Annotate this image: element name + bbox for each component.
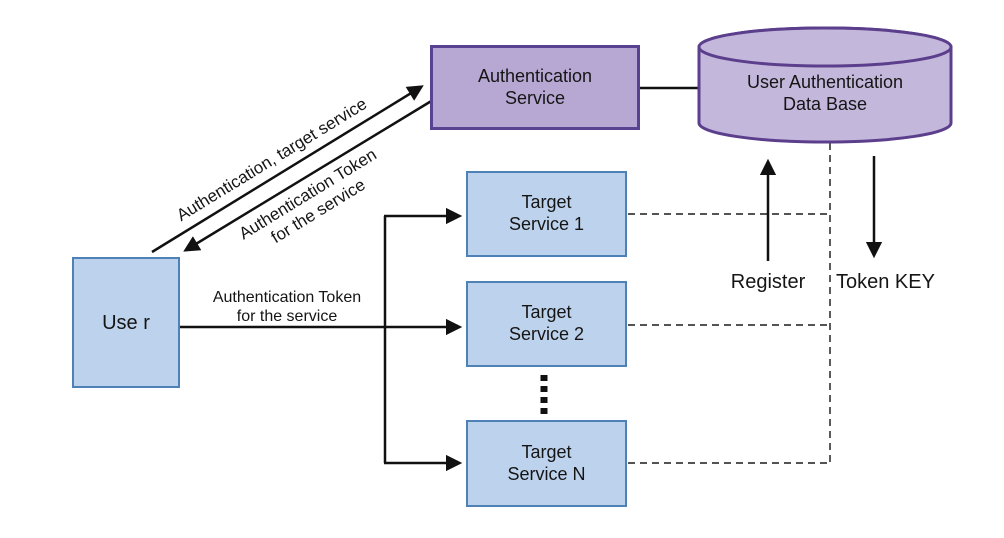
target-service-n-node: Target Service N	[466, 420, 627, 507]
edge-label-auth-token-for-service: Authentication Token for the service	[212, 289, 362, 326]
edge-label-token-key: Token KEY	[836, 271, 935, 293]
authentication-service-node: Authentication Service	[430, 45, 640, 130]
target-service-2-node: Target Service 2	[466, 281, 627, 367]
arrow-auth-service-to-user	[183, 98, 434, 252]
target-service-2-label: Target Service 2	[508, 302, 585, 344]
user-node-label: Use r	[102, 311, 150, 334]
edge-label-register: Register	[730, 271, 806, 293]
user-node: Use r	[72, 257, 180, 388]
target-service-1-label: Target Service 1	[508, 192, 585, 234]
user-authentication-database-label: User Authentication Data Base	[746, 72, 904, 114]
database-cylinder-shape	[697, 26, 953, 144]
target-service-1-node: Target Service 1	[466, 171, 627, 257]
arrow-user-to-auth-service	[151, 85, 424, 254]
target-service-n-label: Target Service N	[507, 441, 586, 484]
authentication-service-label: Authentication Service	[477, 65, 593, 108]
